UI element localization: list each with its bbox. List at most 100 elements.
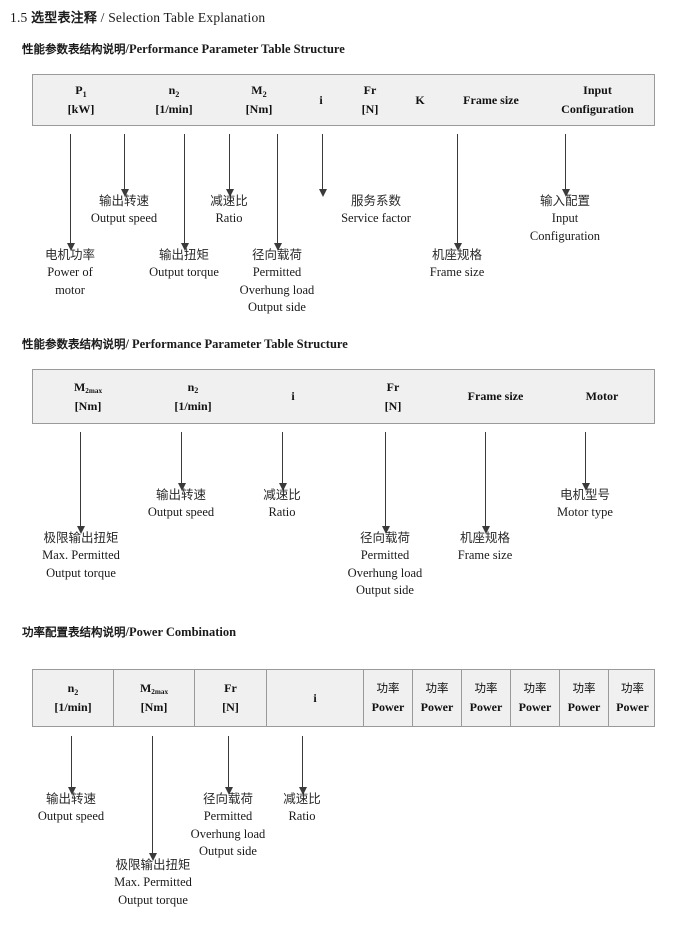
section3-heading-chinese: 功率配置表结构说明 [22, 625, 126, 639]
annotation-overhung-load-1-en-1: Permitted [252, 264, 302, 279]
annotation-frame-size-2: 机座规格 Frame size [425, 529, 545, 565]
table3-col-power-4-en: Power [518, 699, 552, 714]
section-heading-power-combination: 功率配置表结构说明/Power Combination [22, 624, 236, 640]
annotation-output-torque: 输出扭矩 Output torque [124, 246, 244, 282]
arrow-to-output-speed-2 [177, 432, 186, 491]
table3-col-i: i [267, 670, 364, 726]
annotation-overhung-load-3-en-3: Output side [199, 844, 257, 859]
annotation-service-factor: 服务系数 Service factor [314, 192, 438, 228]
section3-heading-english: Power Combination [128, 625, 237, 639]
table3-col-power-3-cn: 功率 [474, 680, 498, 695]
table3-col-power-1-en: Power [371, 699, 405, 714]
annotation-overhung-load-3-en-1: Permitted [203, 808, 253, 823]
arrow-to-motor-type [581, 432, 590, 491]
page-title: 1.5 选型表注释 / Selection Table Explanation [10, 7, 265, 26]
annotation-input-configuration-en-1: Input [551, 210, 579, 225]
section2-heading-chinese: 性能参数表结构说明 [22, 337, 126, 351]
annotation-max-permitted-output-torque-2-en-1: Max. Permitted [42, 547, 120, 562]
annotation-overhung-load-2-cn: 径向载荷 [359, 530, 410, 545]
table2-col-m2max-unit: [Nm] [74, 398, 102, 413]
section-heading-performance-parameter-2: 性能参数表结构说明/ Performance Parameter Table S… [22, 336, 348, 352]
table3-col-power-4: 功率 Power [511, 670, 560, 726]
section2-heading-separator: / [125, 337, 129, 351]
table1-col-i: i [299, 75, 343, 125]
annotation-overhung-load-1-en-3: Output side [248, 300, 306, 315]
table2-col-i-symbol: i [291, 389, 295, 404]
section-heading-separator: / [125, 42, 129, 56]
annotation-overhung-load-1-cn: 径向载荷 [251, 247, 302, 262]
annotation-overhung-load-3: 径向载荷 Permitted Overhung load Output side [168, 790, 288, 861]
annotation-input-configuration: 输入配置 Input Configuration [505, 192, 625, 245]
table1-col-i-symbol: i [319, 92, 323, 107]
table2-col-i: i [243, 370, 343, 423]
table3-col-i-symbol: i [313, 690, 317, 705]
table3-col-power-6: 功率 Power [609, 670, 656, 726]
arrow-to-service-factor [318, 134, 327, 197]
table1-col-fr: Fr [N] [343, 75, 397, 125]
table3-col-power-3-en: Power [469, 699, 503, 714]
annotation-output-torque-cn: 输出扭矩 [158, 247, 209, 262]
table2-col-frame-size: Frame size [443, 370, 548, 423]
annotation-frame-size-2-cn: 机座规格 [459, 530, 510, 545]
annotation-power-of-motor-cn: 电机功率 [44, 247, 95, 262]
annotation-output-speed-1-cn: 输出转速 [98, 193, 149, 208]
annotation-output-speed-1-en: Output speed [90, 210, 158, 225]
annotation-power-of-motor-en-1: Power of [47, 264, 93, 279]
table2-col-motor: Motor [548, 370, 656, 423]
table3-col-power-5-en: Power [567, 699, 601, 714]
table2-col-fr: Fr [N] [343, 370, 443, 423]
annotation-overhung-load-1-en-2: Overhung load [239, 282, 315, 297]
page-title-separator: / [100, 10, 105, 25]
annotation-service-factor-en: Service factor [341, 210, 411, 225]
annotation-frame-size-1-en: Frame size [429, 264, 485, 279]
annotation-max-permitted-output-torque-3-en-2: Output torque [118, 892, 188, 907]
annotation-ratio-3-en: Ratio [288, 808, 316, 823]
annotation-output-torque-en: Output torque [149, 264, 219, 279]
annotation-overhung-load-1: 径向载荷 Permitted Overhung load Output side [217, 246, 337, 317]
table3-col-power-3: 功率 Power [462, 670, 511, 726]
table3-col-n2-symbol: n2 [67, 681, 79, 697]
table3-col-fr-unit: [N] [222, 700, 239, 714]
annotation-power-of-motor-en-2: motor [55, 282, 85, 297]
annotation-input-configuration-cn: 输入配置 [539, 193, 590, 208]
table3-col-n2-unit: [1/min] [54, 700, 92, 714]
page-title-chinese: 选型表注释 [31, 11, 98, 26]
annotation-max-permitted-output-torque-2: 极限输出扭矩 Max. Permitted Output torque [16, 529, 146, 582]
table2-col-n2-unit: [1/min] [174, 398, 212, 413]
table1-col-p1-unit: [kW] [67, 102, 95, 116]
annotation-overhung-load-3-cn: 径向载荷 [202, 791, 253, 806]
annotation-max-permitted-output-torque-3-cn: 极限输出扭矩 [115, 857, 191, 872]
table2-col-motor-symbol: Motor [585, 389, 619, 404]
table3-col-fr: Fr [N] [195, 670, 267, 726]
annotation-max-permitted-output-torque-3: 极限输出扭矩 Max. Permitted Output torque [88, 856, 218, 909]
table1-col-frame-size-symbol: Frame size [463, 92, 519, 107]
table2-col-fr-unit: [N] [384, 398, 402, 413]
table3-col-n2: n2 [1/min] [33, 670, 114, 726]
table3-col-power-6-cn: 功率 [621, 680, 644, 695]
arrow-to-power-of-motor [66, 134, 75, 251]
table1-col-input-configuration-line1: Input [583, 83, 612, 98]
annotation-output-speed-2-cn: 输出转速 [155, 487, 206, 502]
performance-parameter-table-2: M2max [Nm] n2 [1/min] i Fr [N] Frame siz… [32, 369, 655, 424]
table2-col-fr-symbol: Fr [386, 379, 400, 394]
performance-parameter-table-1: P1 [kW] n2 [1/min] M2 [Nm] i Fr [N] K Fr… [32, 74, 655, 126]
annotation-motor-type-en: Motor type [557, 504, 613, 519]
table1-col-p1-symbol: P1 [75, 83, 87, 99]
annotation-overhung-load-3-en-2: Overhung load [190, 826, 266, 841]
arrow-to-max-permitted-output-torque-3 [148, 736, 157, 861]
annotation-overhung-load-2-en-2: Overhung load [347, 565, 423, 580]
table3-col-power-2-en: Power [420, 699, 454, 714]
arrow-to-overhung-load-2 [381, 432, 390, 534]
arrow-to-max-permitted-output-torque-2 [76, 432, 85, 534]
arrow-to-overhung-load [273, 134, 282, 251]
section2-heading-english: Performance Parameter Table Structure [131, 337, 348, 351]
table3-col-m2max: M2max [Nm] [114, 670, 195, 726]
table3-col-power-5-cn: 功率 [572, 680, 596, 695]
page-title-english: Selection Table Explanation [108, 10, 266, 25]
annotation-ratio-1-cn: 减速比 [210, 193, 248, 208]
table1-col-fr-symbol: Fr [363, 83, 377, 98]
annotation-ratio-2-cn: 减速比 [263, 487, 301, 502]
arrow-to-frame-size-2 [481, 432, 490, 534]
annotation-output-speed-3-cn: 输出转速 [45, 791, 96, 806]
annotation-overhung-load-2-en-1: Permitted [360, 547, 410, 562]
